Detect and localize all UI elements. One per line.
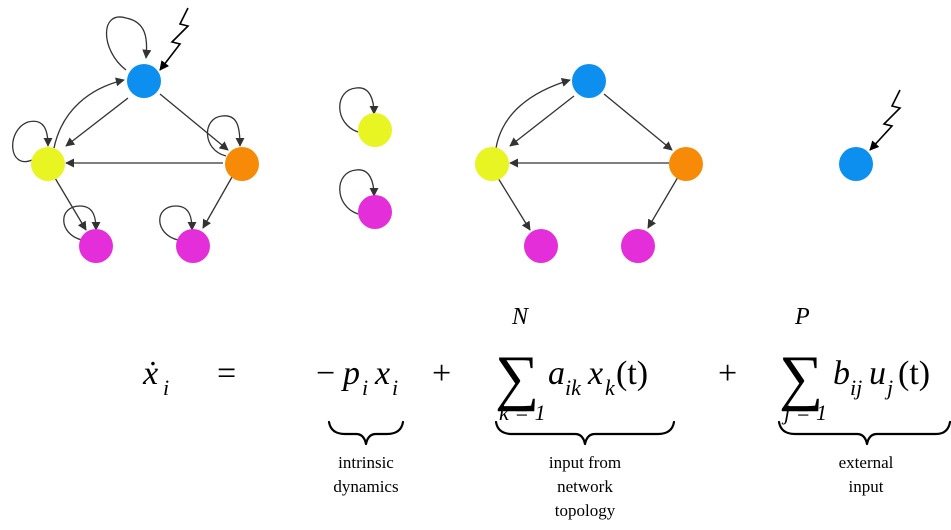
eq-sum1-bottom: k = 1 [499, 400, 546, 425]
eq-plus-2: + [718, 355, 737, 392]
eq-x: x [374, 355, 390, 392]
edge-yellow-to-magenta-left [54, 177, 87, 231]
external-input-bolt-icon-2 [869, 89, 902, 151]
self-loop-blue [106, 16, 152, 71]
eq-p-sub: i [362, 375, 368, 400]
eq-b: b [833, 355, 850, 392]
edge-blue-to-orange [159, 93, 229, 151]
label-network-line-2: network [557, 477, 613, 496]
intrinsic-dynamics-panel [339, 87, 392, 229]
brace-external [777, 420, 951, 446]
self-loop-magenta-right [159, 205, 197, 241]
node-orange [225, 147, 259, 181]
node-yellow-intrinsic [358, 113, 392, 147]
external-input-bolt-icon [159, 7, 190, 71]
node-yellow [31, 147, 65, 181]
eq-equals: = [217, 355, 236, 392]
node-magenta-right [176, 229, 210, 263]
edge-yellow-to-blue [53, 77, 125, 149]
node-orange-topology [669, 147, 703, 181]
eq-lhs-sub: i [163, 375, 169, 400]
edge-yellow-to-magenta-topology [497, 177, 531, 231]
self-loop-yellow-intrinsic [339, 87, 379, 133]
label-network-line-3: topology [555, 501, 616, 520]
self-loop-orange [206, 115, 245, 157]
eq-t1: (t) [616, 355, 648, 392]
edge-yellow-to-blue-topology [495, 77, 571, 149]
eq-a: a [548, 355, 565, 392]
label-intrinsic-line-2: dynamics [333, 477, 398, 496]
node-blue-external [839, 147, 873, 181]
node-magenta-right-topology [621, 229, 655, 263]
network-topology-panel [475, 64, 703, 263]
eq-sum1-top: N [511, 304, 530, 330]
edge-blue-to-yellow [65, 97, 129, 147]
eq-lhs-x: ẋ [142, 355, 158, 392]
full-network-panel [12, 7, 259, 263]
eq-u: u [869, 355, 886, 392]
eq-a-sub: ik [565, 375, 582, 400]
label-external-line-2: input [849, 477, 884, 496]
node-magenta-left [79, 229, 113, 263]
eq-sum1-symbol: ∑ [495, 344, 539, 412]
eq-p: p [341, 355, 360, 392]
eq-u-sub: j [884, 375, 893, 400]
label-intrinsic-line-1: intrinsic [338, 453, 394, 472]
node-blue [127, 64, 161, 98]
edge-blue-to-yellow-topology [509, 95, 575, 147]
node-magenta-left-topology [524, 229, 558, 263]
edge-orange-to-magenta-right [202, 176, 233, 229]
eq-minus: − [316, 355, 335, 392]
label-external-line-1: external [839, 453, 894, 472]
label-network-topology: input from network topology [549, 453, 621, 520]
edge-blue-to-orange-topology [603, 93, 673, 151]
eq-x-sub: i [392, 375, 398, 400]
label-external-input: external input [839, 453, 894, 496]
external-input-panel [839, 89, 902, 181]
label-network-line-1: input from [549, 453, 621, 472]
node-magenta-intrinsic [358, 195, 392, 229]
brace-network [494, 420, 676, 446]
self-loop-yellow [12, 120, 53, 163]
eq-x2-sub: k [605, 375, 616, 400]
brace-intrinsic [327, 420, 405, 446]
self-loop-magenta-left [63, 205, 101, 241]
eq-t2: (t) [898, 355, 930, 392]
edge-orange-to-magenta-topology [647, 176, 679, 229]
eq-x2: x [587, 355, 603, 392]
eq-sum2-symbol: ∑ [779, 344, 823, 412]
eq-sum2-top: P [794, 304, 810, 330]
node-blue-topology [572, 64, 606, 98]
eq-b-sub: ij [850, 375, 862, 400]
equation: ẋ i = − p i x i + N ∑ k = 1 a ik x k (t)… [142, 304, 930, 425]
eq-plus-1: + [432, 355, 451, 392]
self-loop-magenta-intrinsic [339, 169, 379, 215]
label-intrinsic-dynamics: intrinsic dynamics [333, 453, 398, 496]
node-yellow-topology [475, 147, 509, 181]
eq-sum2-bottom: j = 1 [781, 400, 827, 425]
